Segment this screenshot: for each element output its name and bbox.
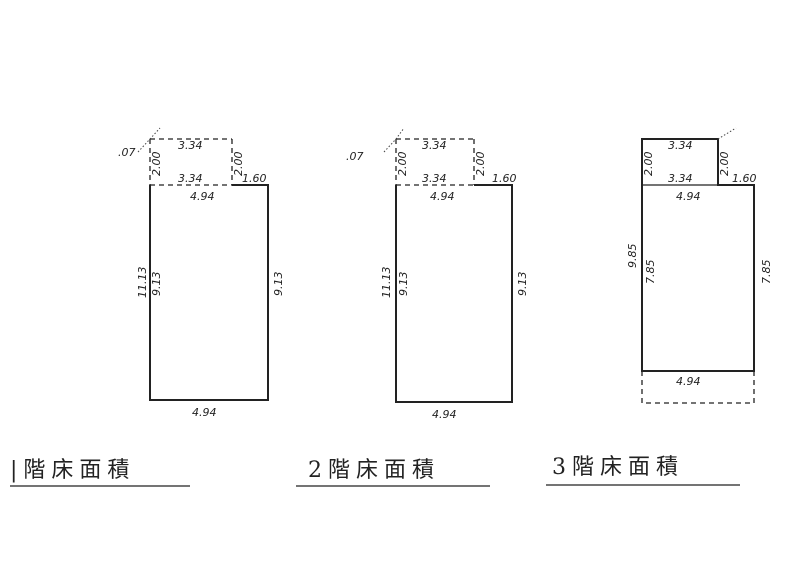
plan3-dim-right: 7.85 [760,260,773,285]
plan2-title: 2階床面積 [308,458,440,483]
plan2-dim-bottom: 4.94 [432,408,457,421]
plan1-dim-width-upper: 4.94 [190,190,215,203]
plan3-dim-left-small: 2.00 [642,152,655,177]
plan2-dim-overall-left: 11.13 [380,267,393,299]
plan3-title: 3階床面積 [552,455,684,480]
plan2-dim-corner: .07 [346,150,364,163]
floor-plan-3: 3.34 3.34 1.60 4.94 2.00 2.00 9.85 7.85 … [546,127,773,486]
plan2-dim-inner-top: 3.34 [422,172,447,185]
plan1-title: |階床面積 [10,458,135,483]
plan3-dim-overall-left: 9.85 [626,244,639,269]
plan2-corner-offset-line [383,127,405,153]
plan2-dim-width-upper: 4.94 [430,190,455,203]
plan1-dim-right-small: 2.00 [232,152,245,177]
plan1-main-outline [149,184,269,401]
floor-plan-1: .07 3.34 3.34 1.60 4.94 2.00 2.00 11.13 … [10,127,285,487]
plan1-dim-overall-left: 11.13 [136,267,149,299]
plan3-dim-step: 1.60 [732,172,757,185]
plan3-dim-top: 3.34 [668,139,693,152]
plan2-dim-top: 3.34 [422,139,447,152]
plan3-dim-bottom: 4.94 [676,375,701,388]
plan3-dim-inner-top: 3.34 [668,172,693,185]
plan3-dim-inner-left: 7.85 [644,260,657,285]
plan2-main-outline [395,184,513,403]
plan2-dim-right: 9.13 [516,272,529,297]
plan3-corner-offset-line [717,127,737,140]
plan3-dim-right-small: 2.00 [718,152,731,177]
plan2-dim-inner-left: 9.13 [397,272,410,297]
floor-plan-2: .07 3.34 3.34 1.60 4.94 2.00 2.00 11.13 … [296,127,529,487]
plan1-dim-step: 1.60 [242,172,267,185]
plan1-corner-offset-line [137,127,161,153]
plan1-dim-right: 9.13 [272,272,285,297]
plan1-dim-inner-left: 9.13 [150,272,163,297]
plan1-dim-inner-top: 3.34 [178,172,203,185]
plan3-dim-width-upper: 4.94 [676,190,701,203]
plan1-dim-corner: .07 [118,146,136,159]
plan2-dim-right-small: 2.00 [474,152,487,177]
plan2-dim-step: 1.60 [492,172,517,185]
plan2-dim-left-small: 2.00 [396,152,409,177]
plan1-dim-bottom: 4.94 [192,406,217,419]
plan1-dim-left-small: 2.00 [150,152,163,177]
plan1-dim-top: 3.34 [178,139,203,152]
